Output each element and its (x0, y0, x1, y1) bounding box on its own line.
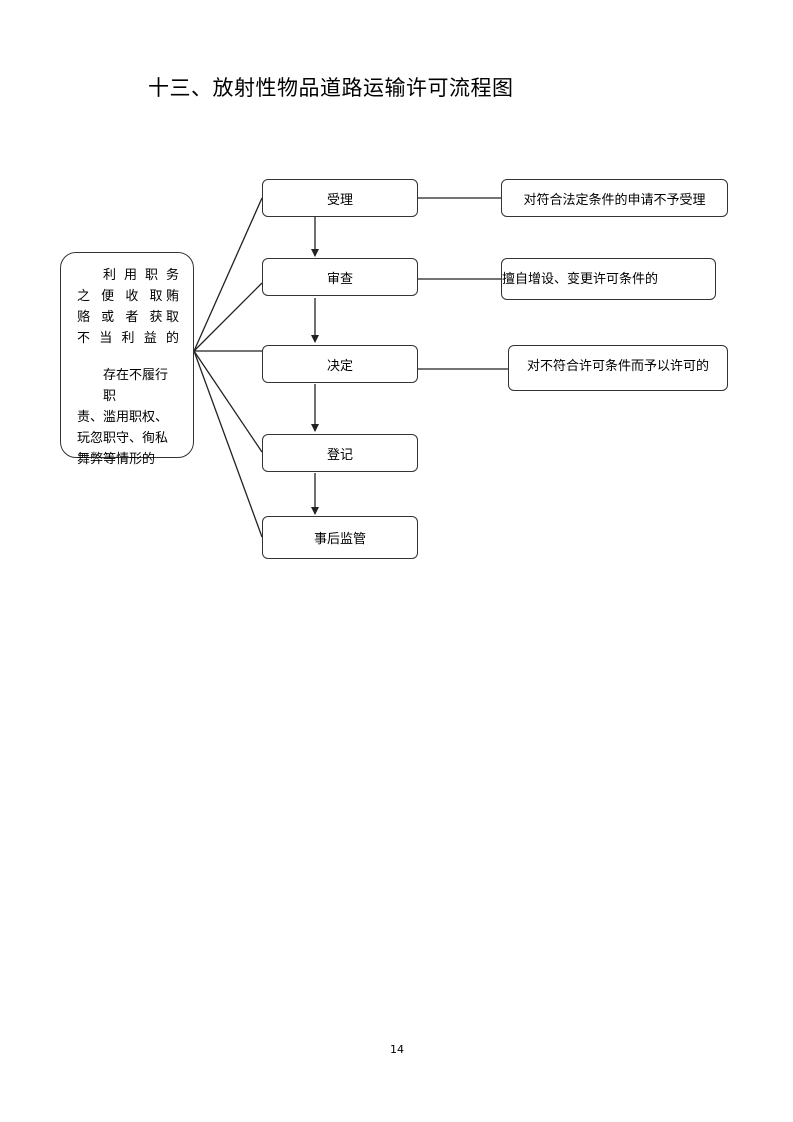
page-number: 14 (390, 1043, 404, 1056)
risk-p2-line: 责、滥用职权、 (77, 410, 169, 425)
page-title: 十三、放射性物品道路运输许可流程图 (148, 76, 514, 100)
risk-paragraph-1: 利 用 职 务 之 便 收 取贿 赂 或 者 获取 不 当 利 益 的 (77, 265, 179, 349)
step-review: 审查 (262, 258, 418, 296)
risk-p1-line: 不 当 利 益 的 (77, 331, 179, 346)
fan-line-supervision (193, 350, 263, 538)
step-review-label: 审查 (326, 271, 353, 287)
risk-box: 利 用 职 务 之 便 收 取贿 赂 或 者 获取 不 当 利 益 的 存在不履… (60, 252, 194, 467)
note-accept-risk: 对符合法定条件的申请不予受理 (501, 179, 728, 217)
fan-line-register (193, 350, 263, 453)
step-decision-label: 决定 (326, 358, 353, 374)
risk-p1-line: 之 便 收 取贿 (77, 289, 179, 304)
note-accept-risk-label: 对符合法定条件的申请不予受理 (523, 192, 706, 208)
risk-p2-line: 存在不履行职 (103, 368, 169, 404)
risk-paragraph-2: 存在不履行职 责、滥用职权、 玩忽职守、徇私 舞弊等情形的 (77, 365, 179, 470)
step-supervision-label: 事后监管 (313, 532, 366, 547)
step-supervision: 事后监管 (262, 516, 418, 559)
note-review-risk-label: 擅自增设、变更许可条件的 (502, 272, 659, 287)
fan-line-review (193, 282, 263, 352)
step-accept: 受理 (262, 179, 418, 217)
note-review-risk: 擅自增设、变更许可条件的 (501, 258, 716, 300)
step-register-label: 登记 (326, 447, 353, 463)
step-accept-label: 受理 (326, 192, 353, 208)
risk-p1-line: 赂 或 者 获取 (77, 310, 179, 325)
risk-p2-line: 舞弊等情形的 (77, 452, 156, 467)
step-register: 登记 (262, 434, 418, 472)
fan-line-accept (193, 197, 263, 352)
note-decision-risk-label: 对不符合许可条件而予以许可的 (526, 359, 709, 374)
risk-p1-line: 利 用 职 务 (103, 268, 179, 283)
risk-p2-line: 玩忽职守、徇私 (77, 431, 169, 446)
step-decision: 决定 (262, 345, 418, 383)
note-decision-risk: 对不符合许可条件而予以许可的 (508, 345, 728, 391)
